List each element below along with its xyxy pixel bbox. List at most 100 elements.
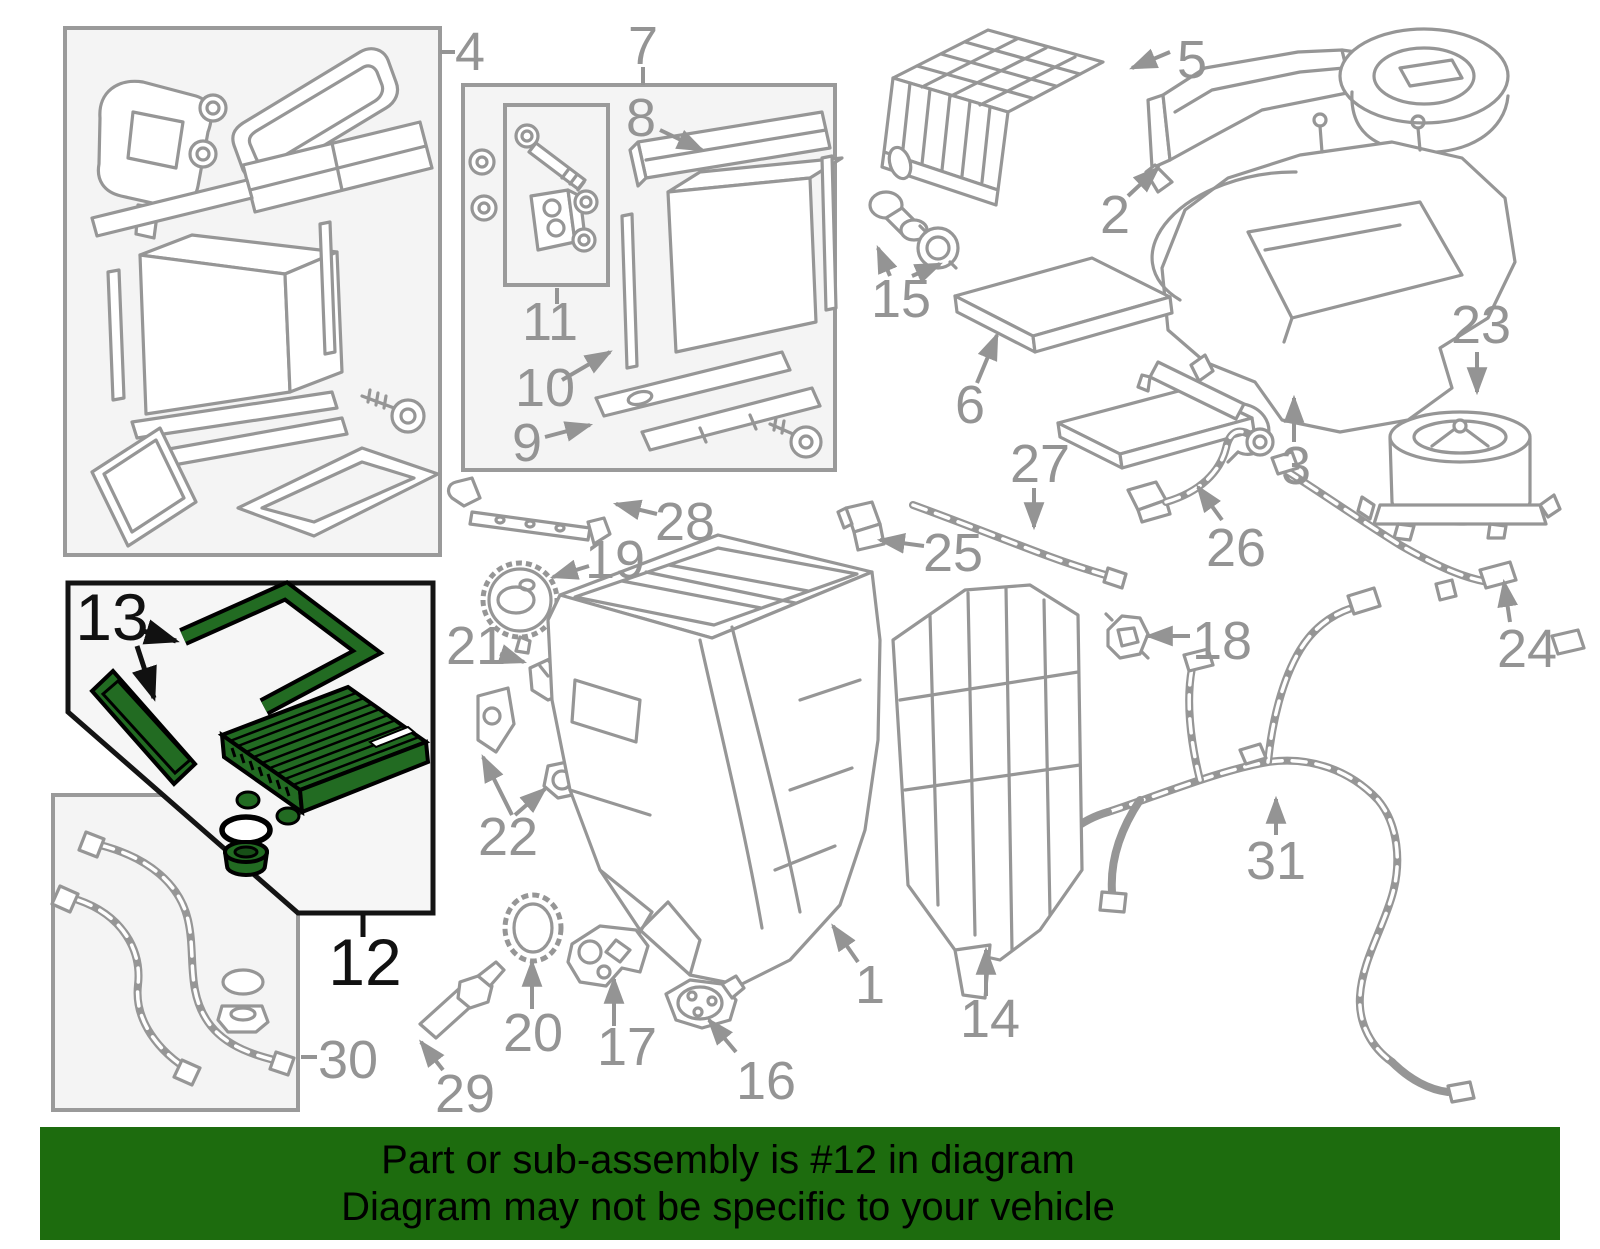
part-31-wiring-harness [1026, 586, 1586, 1104]
callout-8-number: 8 [626, 88, 656, 148]
part-12-cap-nut [222, 840, 270, 877]
callout-5: 5 [1129, 30, 1207, 90]
callout-25-arrow [876, 533, 925, 554]
callout-15-arrow [876, 245, 898, 277]
callout-10-arrow [560, 350, 613, 382]
part-2-inlet-duct [1144, 27, 1510, 194]
callout-6-number: 6 [955, 375, 985, 435]
callout-4-number: 4 [455, 22, 485, 82]
callout-25-number: 25 [923, 523, 983, 583]
callout-26-arrow [1196, 484, 1224, 522]
part-3-lower-case [1150, 112, 1517, 434]
part-12-o-ring [219, 814, 273, 846]
callout-8-arrow [659, 128, 705, 152]
callout-5-arrow [1129, 48, 1171, 70]
callout-1-arrow [831, 923, 860, 964]
callout-22-number: 22 [478, 807, 538, 867]
callout-8: 8 [626, 88, 705, 152]
callout-3-number: 3 [1281, 436, 1311, 496]
callout-22-arrow [481, 754, 514, 816]
callout-12: 12 [328, 915, 402, 999]
callout-13-arrow [132, 645, 157, 702]
callout-11: 11 [522, 288, 578, 352]
callout-2: 2 [1100, 165, 1161, 245]
part-18-sensor [1104, 612, 1150, 660]
callout-22: 22 [478, 754, 548, 867]
part-6-cabin-filter [953, 256, 1174, 354]
callout-16-number: 16 [736, 1051, 796, 1111]
callout-10-number: 10 [515, 358, 575, 418]
callout-19: 19 [549, 530, 645, 590]
part-16-actuator [664, 974, 746, 1030]
callout-13-number: 13 [75, 580, 148, 654]
assembly-box-4 [63, 26, 442, 557]
callout-14: 14 [960, 946, 1020, 1049]
part-25-connector [836, 500, 886, 552]
callout-31-number: 31 [1246, 831, 1306, 891]
callout-29-number: 29 [435, 1064, 495, 1124]
callout-26-number: 26 [1206, 518, 1266, 578]
callout-13: 13 [75, 580, 180, 702]
banner-line-1: Part or sub-assembly is #12 in diagram [381, 1137, 1075, 1182]
callout-15-number: 15 [871, 269, 931, 329]
callout-19-number: 19 [585, 530, 645, 590]
callout-17: 17 [597, 975, 657, 1077]
part-1-hvac-case [546, 533, 882, 987]
callout-9: 9 [512, 413, 594, 473]
callout-21-number: 21 [446, 616, 506, 676]
callout-6: 6 [955, 332, 999, 435]
callout-28-arrow [612, 499, 658, 520]
callout-14-number: 14 [960, 989, 1020, 1049]
callout-9-arrow [544, 421, 594, 442]
callout-21: 21 [446, 616, 528, 676]
callout-27: 27 [1010, 434, 1070, 531]
callout-29-arrow [419, 1039, 445, 1072]
callout-4: 4 [440, 22, 485, 82]
callout-22-arrow [513, 786, 548, 817]
callout-31: 31 [1246, 795, 1306, 891]
callout-10: 10 [515, 350, 613, 418]
callout-20: 20 [503, 958, 563, 1063]
part-5-blower-case [880, 28, 1105, 207]
part-15-resistor-parts [868, 190, 960, 270]
callout-3: 3 [1281, 394, 1311, 496]
callout-16: 16 [706, 1017, 796, 1111]
callout-25: 25 [876, 523, 983, 583]
part-23-blower-motor [1356, 410, 1562, 542]
part-26-blower-wire [1126, 427, 1275, 524]
callout-23: 23 [1451, 295, 1511, 396]
highlight-box-12 [65, 580, 436, 916]
callout-27-number: 27 [1010, 434, 1070, 494]
callout-17-number: 17 [597, 1017, 657, 1077]
callout-5-number: 5 [1177, 30, 1207, 90]
callout-2-arrow [1126, 165, 1161, 198]
part-13-flat-seal [89, 668, 198, 787]
callout-18-number: 18 [1192, 611, 1252, 671]
callout-24-number: 24 [1497, 619, 1557, 679]
assembly-box-7 [461, 83, 844, 472]
callout-7: 7 [628, 16, 658, 85]
part-20-gasket [502, 892, 564, 964]
callout-30-number: 30 [318, 1030, 378, 1090]
callout-9-number: 9 [512, 413, 542, 473]
callout-6-arrow [975, 332, 999, 384]
callout-11-number: 11 [522, 292, 578, 352]
callout-1-number: 1 [855, 955, 885, 1015]
callout-18: 18 [1144, 611, 1252, 671]
callout-28-number: 28 [655, 492, 715, 552]
part-27-heater-core-slab [1056, 360, 1271, 470]
callout-24: 24 [1497, 578, 1557, 679]
callout-15-arrow [911, 262, 943, 284]
callout-16-arrow [706, 1017, 738, 1054]
callout-13-arrow [139, 619, 180, 645]
banner-line-2: Diagram may not be specific to your vehi… [341, 1184, 1115, 1229]
callout-7-number: 7 [628, 16, 658, 76]
callout-21-arrow [497, 644, 528, 665]
part-29-temp-sensor [418, 960, 506, 1040]
part-17-valve [566, 924, 650, 988]
part-14-bracket [891, 583, 1084, 1000]
callout-28: 28 [612, 492, 715, 552]
callout-19-arrow [549, 559, 590, 580]
